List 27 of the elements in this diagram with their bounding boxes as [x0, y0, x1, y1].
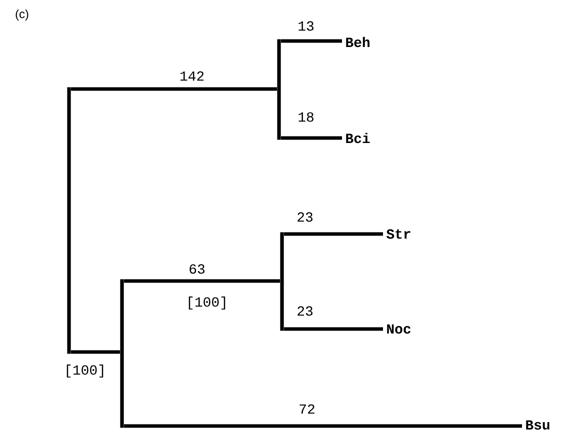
leaf-label: Noc: [387, 324, 410, 334]
tree-branch: [281, 39, 342, 43]
tree-branch: [284, 232, 383, 236]
tree-node-bar: [280, 232, 284, 331]
panel-label: (c): [16, 9, 28, 21]
tree-branch: [124, 424, 522, 428]
tree-branch: [284, 327, 383, 331]
edge-label: [100]: [63, 364, 107, 378]
tree-branch: [281, 136, 342, 140]
edge-label: 72: [298, 403, 316, 415]
edge-label: 23: [296, 211, 314, 223]
edge-label: 63: [188, 263, 206, 275]
leaf-label: Beh: [346, 36, 370, 48]
edge-label: 13: [296, 20, 316, 32]
edge-label: 18: [296, 111, 316, 123]
tree-branch: [124, 279, 280, 283]
edge-label: 142: [178, 70, 206, 82]
leaf-label: Bsu: [526, 420, 550, 430]
edge-label: 23: [296, 305, 314, 317]
tree-branch: [71, 350, 120, 354]
leaf-label: Str: [386, 229, 410, 239]
support-value: [100]: [188, 296, 226, 310]
tree-branch: [71, 87, 277, 91]
tree-node-bar: [120, 279, 124, 428]
leaf-label: Bci: [346, 132, 370, 144]
tree-node-bar: [67, 87, 71, 354]
tree-node-bar: [277, 39, 281, 140]
